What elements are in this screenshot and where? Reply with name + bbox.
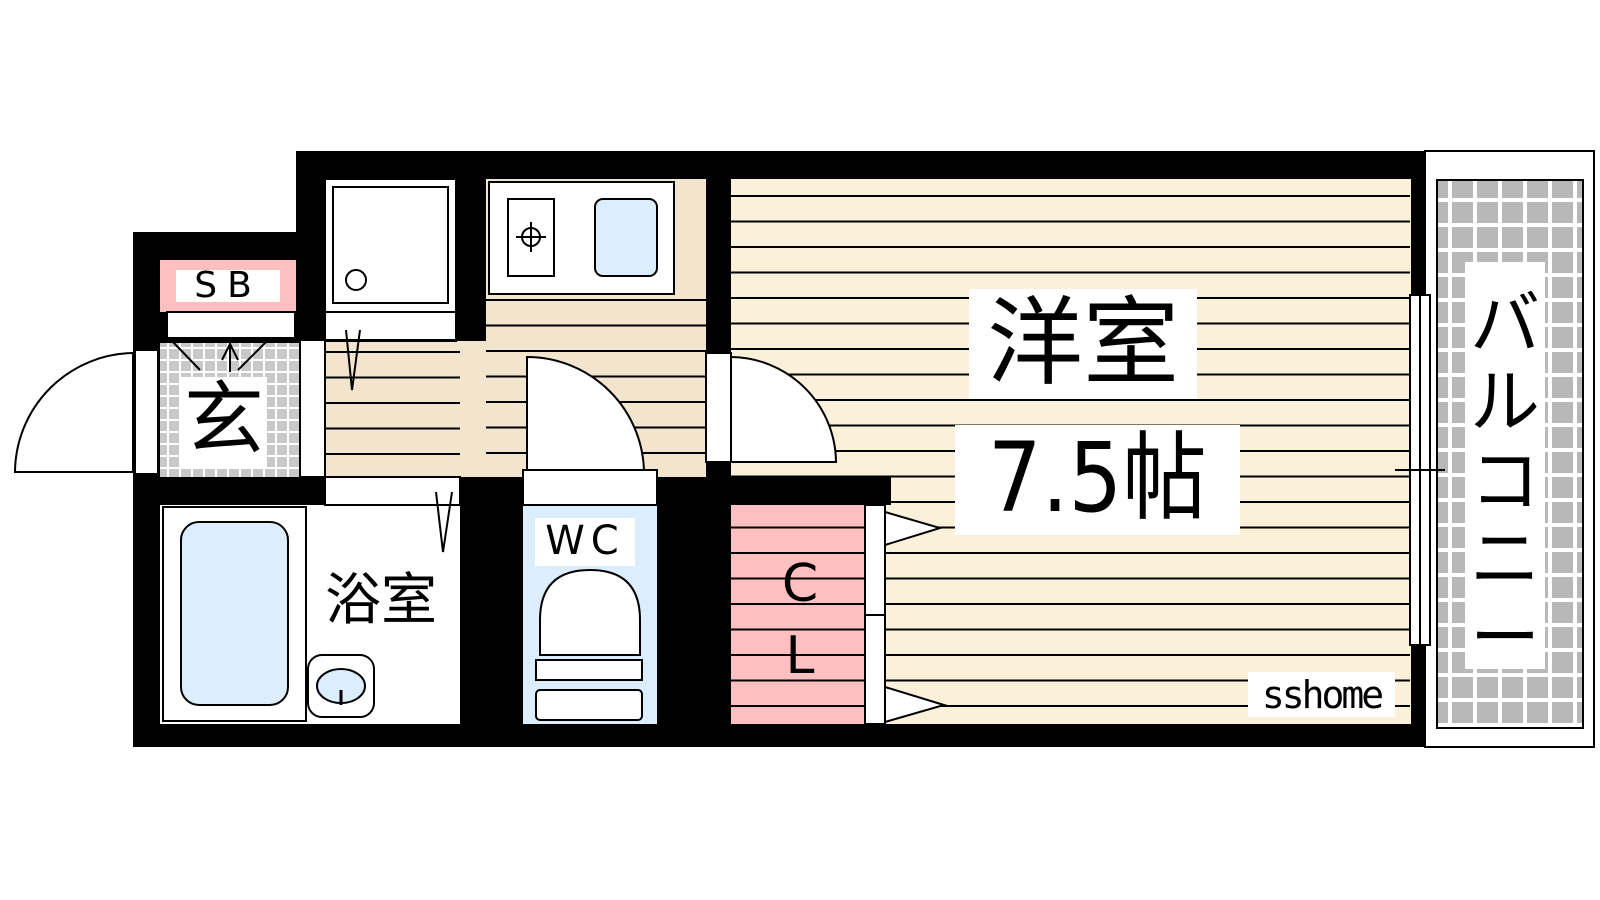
closet-label-l: L: [785, 626, 815, 686]
toilet-door: [526, 355, 646, 476]
shoe-box-label: SB: [194, 265, 262, 306]
watermark: sshome: [1261, 673, 1384, 717]
balcony: [1424, 150, 1595, 748]
western-room-name: 洋室: [987, 287, 1179, 399]
bathroom-label: 浴室: [325, 568, 437, 633]
doors: [13, 311, 838, 506]
room-door: [730, 355, 838, 463]
label-backgrounds: [181, 289, 1395, 717]
closet-label-c: C: [781, 554, 819, 614]
stove: [507, 198, 555, 277]
western-room-size: 7.5帖: [988, 422, 1207, 534]
shoe-box-label-bg: [176, 270, 280, 302]
western-room-floor-lines: [731, 195, 1410, 707]
closet-floor: [731, 505, 865, 724]
toilet-fixture: [535, 568, 643, 721]
entrance-door: [13, 351, 134, 473]
kitchen-sink: [594, 198, 658, 277]
closet-doors: [864, 504, 948, 725]
entrance-frames: [158, 329, 453, 553]
balcony-label: バルコニー: [1470, 283, 1540, 679]
bathroom-fixtures: [162, 506, 375, 722]
toilet-label: WC: [545, 518, 625, 564]
balcony-window: [1395, 294, 1445, 646]
entrance-label: 玄: [184, 373, 264, 466]
